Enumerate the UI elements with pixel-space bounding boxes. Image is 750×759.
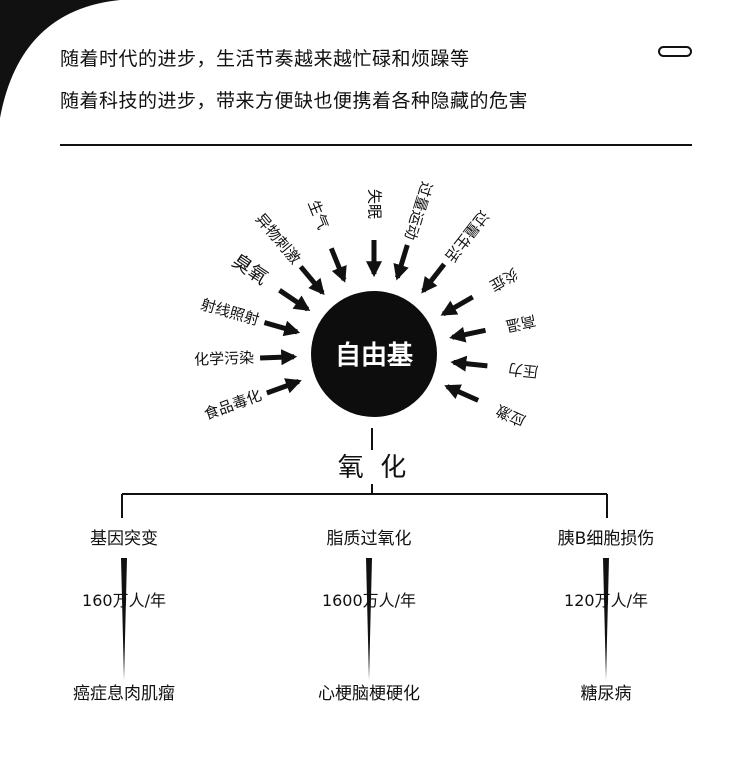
branch-disease: 心梗脑梗硬化 <box>318 684 420 704</box>
branch-rate: 120万人/年 <box>564 591 648 610</box>
source-label: 过量生活 <box>441 207 492 265</box>
branch-disease: 癌症息肉肌瘤 <box>73 684 175 704</box>
intro-line-2: 随着科技的进步，带来方便缺也便携着各种隐藏的危害 <box>60 90 529 112</box>
source-arrows <box>259 240 488 403</box>
free-radical-hub <box>311 291 437 417</box>
source-arrow <box>298 265 325 296</box>
source-label: 化学污染 <box>194 349 255 369</box>
branch-rate: 160万人/年 <box>82 591 166 610</box>
corner-decoration <box>0 0 120 118</box>
source-label: 食品毒化 <box>202 386 265 423</box>
source-label: 高温 <box>504 311 537 335</box>
oxidation-label: 氧 化 <box>338 453 407 483</box>
header-divider <box>60 144 692 146</box>
source-arrow <box>449 326 487 343</box>
source-arrow <box>444 384 480 403</box>
menu-pill-icon[interactable] <box>658 46 692 57</box>
branch-disease: 糖尿病 <box>581 684 632 704</box>
branch-cause: 胰B细胞损伤 <box>558 529 655 549</box>
source-arrow <box>440 294 474 317</box>
hub-label: 自由基 <box>335 340 414 371</box>
source-label: 臭氧 <box>228 250 272 289</box>
source-arrow <box>278 288 311 312</box>
source-label: 生气 <box>304 197 332 232</box>
source-label: 失眠 <box>366 189 384 219</box>
branch-cause: 脂质过氧化 <box>327 529 412 549</box>
intro-line-1: 随着时代的进步，生活节奏越来越忙碌和烦躁等 <box>60 48 470 70</box>
source-arrow <box>328 247 347 283</box>
source-label: 异物刺激 <box>252 210 304 268</box>
source-label: 压力 <box>507 360 539 381</box>
source-arrow <box>263 320 301 337</box>
branch-needle-arrow <box>366 558 372 680</box>
branch-rate: 1600万人/年 <box>322 591 416 610</box>
source-arrow <box>266 378 302 396</box>
branch-needle-arrow <box>603 558 609 680</box>
branch-needle-arrow <box>121 558 127 680</box>
branch-cause: 基因突变 <box>90 529 158 549</box>
source-arrow <box>421 262 447 294</box>
source-arrow <box>450 355 488 372</box>
source-label: 射线照射 <box>199 295 262 329</box>
source-label: 应激 <box>493 401 528 430</box>
source-label: 炎症 <box>487 264 522 295</box>
source-arrow <box>393 244 410 281</box>
source-arrow <box>259 349 298 366</box>
source-label: 过量运动 <box>401 179 436 242</box>
